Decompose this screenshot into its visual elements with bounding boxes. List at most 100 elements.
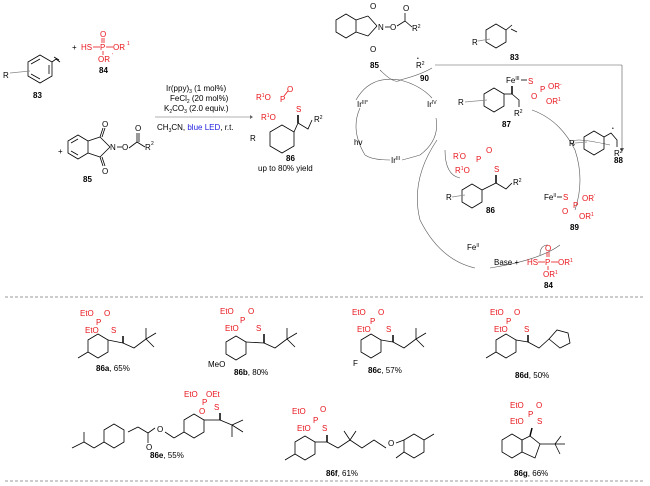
svg-text:O: O <box>157 425 163 434</box>
mech-styrene-83: R 83 <box>472 23 519 62</box>
svg-text:R: R <box>446 193 452 202</box>
fe-cycle-right-arc <box>531 109 581 211</box>
svg-text:EtO: EtO <box>292 407 306 416</box>
scope-86f: EtO P O EtO S O 86f, 61% <box>284 405 435 478</box>
thiophosphate-84: HS P O OR 1 OR ' 84 <box>81 30 130 75</box>
intermediate-87: FeIII S P OR- O OR1 R2 R 87 <box>458 76 562 129</box>
scope-86a: EtO P O EtO S 86a, 65% <box>77 309 157 373</box>
svg-text:O: O <box>545 244 551 253</box>
svg-text:K2CO3 (2.0 equiv.): K2CO3 (2.0 equiv.) <box>164 104 229 115</box>
reaction-conditions: Ir(ppy)3 (1 mol%) FeCl2 (20 mol%) K2CO3 … <box>155 84 253 134</box>
svg-text:O: O <box>135 124 141 133</box>
compound-label-85: 85 <box>83 175 92 184</box>
product-86: R1O P O R1O S R2 R 86 up to 80% yield <box>250 85 323 173</box>
svg-text:EtO: EtO <box>297 424 311 433</box>
svg-text:O: O <box>403 4 409 13</box>
svg-text:O: O <box>320 405 326 414</box>
svg-text:S: S <box>296 105 301 114</box>
scope-86g: EtO P O EtO S 86g, 66% <box>501 401 565 478</box>
scope-86d: EtO P O EtO S 86d, 50% <box>485 308 571 380</box>
mech-label-87: 87 <box>502 120 511 129</box>
mech-label-90: 90 <box>420 74 429 83</box>
styrene-83: R 83 <box>3 54 61 100</box>
svg-text:EtO: EtO <box>85 326 99 335</box>
mech-label-86: 86 <box>486 206 495 215</box>
mech-nhpi-85: O O O N O O R2 85 <box>335 2 421 70</box>
svg-text:': ' <box>112 53 113 59</box>
arrow-to-86 <box>444 149 461 179</box>
svg-text:N: N <box>110 143 116 152</box>
svg-text:HS: HS <box>527 258 538 267</box>
svg-text:S: S <box>528 77 533 86</box>
iridium-cycle: IrIII* IrIV IrIII hv <box>354 67 437 165</box>
svg-text:O: O <box>199 407 205 416</box>
svg-text:O: O <box>146 443 152 452</box>
svg-text:S: S <box>214 403 219 412</box>
svg-text:FeIII: FeIII <box>506 76 520 85</box>
svg-text:EtO: EtO <box>352 308 366 317</box>
yield-text: up to 80% yield <box>258 164 313 173</box>
svg-text:EtO: EtO <box>184 390 198 399</box>
fe2-species: FeII <box>467 243 479 252</box>
svg-text:P: P <box>540 85 545 94</box>
svg-text:R1O: R1O <box>261 113 276 122</box>
svg-text:OR1: OR1 <box>558 258 573 267</box>
label-86f: 86f, 61% <box>326 469 358 478</box>
substituent-r: R <box>3 71 9 80</box>
svg-text:O: O <box>514 308 520 317</box>
svg-text:EtO: EtO <box>510 401 524 410</box>
svg-text:O: O <box>486 146 492 155</box>
svg-text:EtO: EtO <box>510 417 524 426</box>
svg-text:P: P <box>528 410 533 419</box>
mech-label-89: 89 <box>570 223 579 232</box>
svg-text:EtO: EtO <box>490 308 504 317</box>
label-86g: 86g, 66% <box>514 469 548 478</box>
compound-label-84: 84 <box>99 66 108 75</box>
svg-text:O: O <box>370 2 376 11</box>
svg-text:R: R <box>250 134 256 143</box>
svg-text:P: P <box>280 95 285 104</box>
svg-text:S: S <box>256 324 261 333</box>
svg-text:N: N <box>378 23 384 32</box>
plus-sign-2: + <box>58 147 63 156</box>
svg-text:O: O <box>100 30 106 39</box>
svg-text:O: O <box>388 439 394 448</box>
plus-sign: + <box>72 43 77 52</box>
svg-text:R2: R2 <box>614 149 623 158</box>
svg-text:R2: R2 <box>513 178 522 187</box>
svg-text:EtO: EtO <box>80 309 94 318</box>
svg-text:OR-: OR- <box>548 82 562 91</box>
svg-text:FeCl2 (20 mol%): FeCl2 (20 mol%) <box>170 94 229 105</box>
base-text: Base + <box>494 258 519 267</box>
mech-product-86: R'O P O R1O S R2 R 86 <box>446 146 522 215</box>
svg-text:O: O <box>562 207 568 216</box>
svg-text:O: O <box>378 308 384 317</box>
svg-text:OR: OR <box>113 43 125 52</box>
svg-text:EtO: EtO <box>357 325 371 334</box>
svg-text:R2: R2 <box>314 115 323 124</box>
svg-text:O: O <box>531 92 537 101</box>
svg-text:S: S <box>563 193 568 202</box>
svg-text:•: • <box>612 126 614 132</box>
radical-88: R • R2 88 <box>569 126 623 165</box>
svg-text:O: O <box>370 45 376 54</box>
svg-text:S: S <box>537 417 542 426</box>
arrow-88-87 <box>573 139 611 146</box>
fe-cycle-left-arc <box>417 139 476 269</box>
label-86d: 86d, 50% <box>515 371 549 380</box>
svg-text:OR1: OR1 <box>579 212 594 221</box>
mech-label-85: 85 <box>370 61 379 70</box>
svg-text:R2: R2 <box>514 109 523 118</box>
svg-text:R2: R2 <box>416 61 425 70</box>
mech-label-88: 88 <box>614 156 623 165</box>
svg-text:EtO: EtO <box>225 324 239 333</box>
svg-text:P: P <box>545 258 550 267</box>
svg-text:EtO: EtO <box>494 325 508 334</box>
mech-label-84: 84 <box>544 281 553 290</box>
label-86c: 86c, 57% <box>368 366 402 375</box>
svg-text:EtO: EtO <box>220 307 234 316</box>
scope-86c: EtO P O EtO S F 86c, 57% <box>352 308 427 375</box>
svg-text:R: R <box>472 38 478 47</box>
svg-text:O: O <box>536 401 542 410</box>
svg-text:O: O <box>104 309 110 318</box>
